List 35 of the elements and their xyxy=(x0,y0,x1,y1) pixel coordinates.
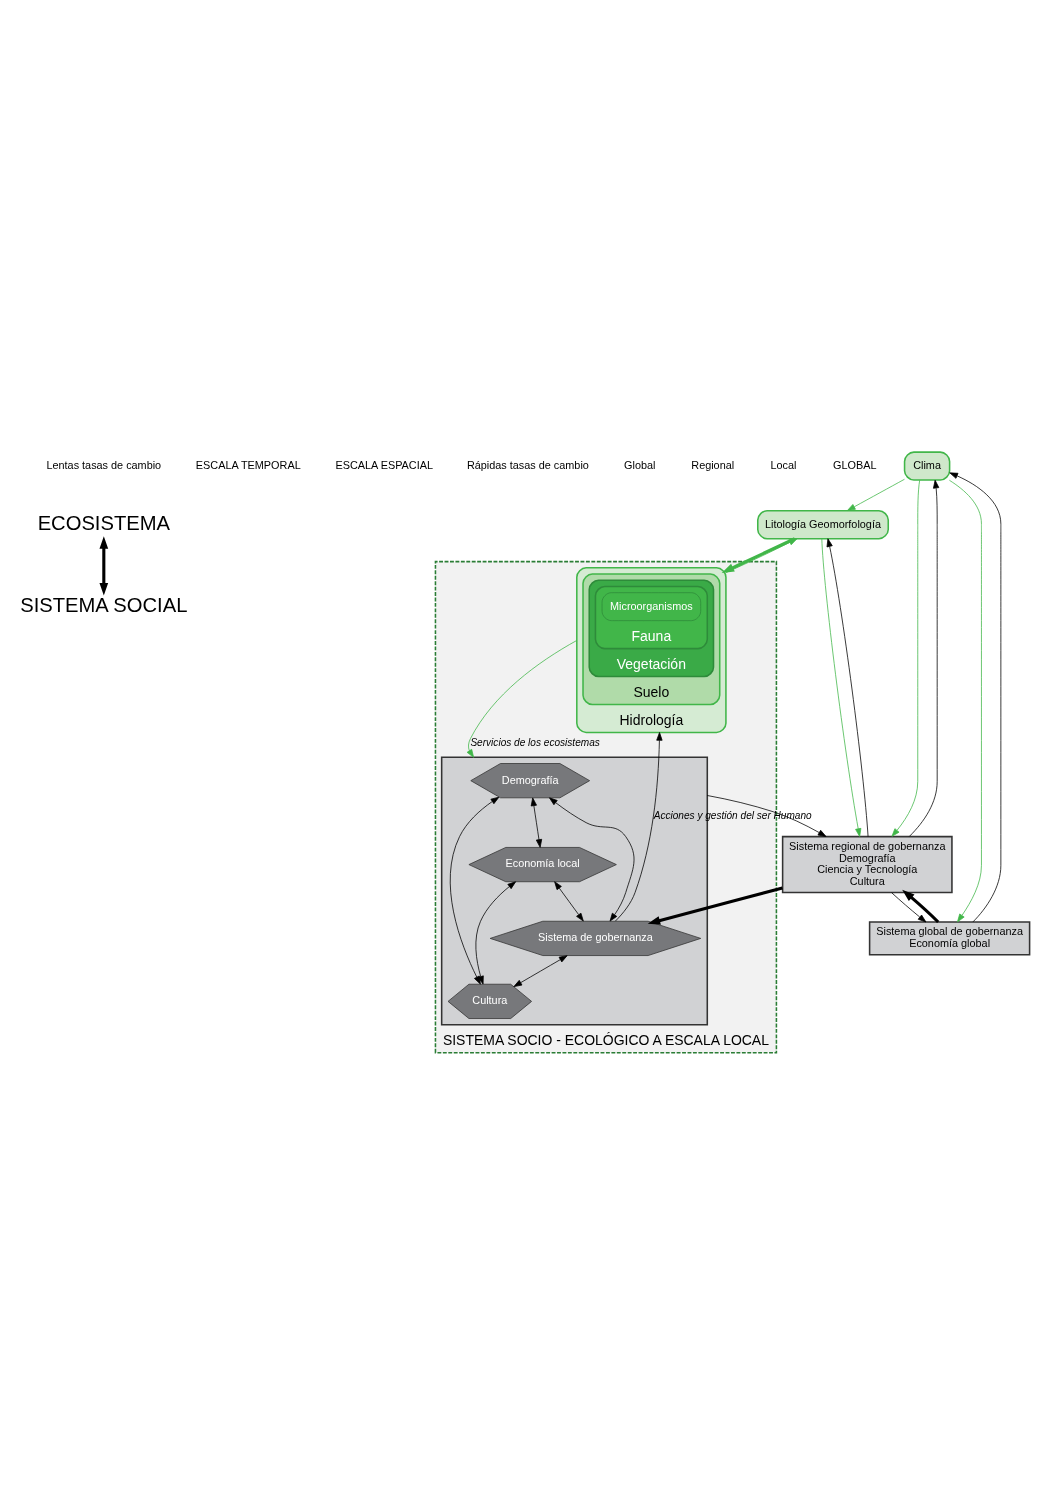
arrow xyxy=(891,892,927,923)
arrow xyxy=(909,479,940,837)
edge-label: Servicios de los ecosistemas xyxy=(470,737,600,748)
arrow xyxy=(647,886,783,925)
label: Regional xyxy=(691,458,735,471)
arrow xyxy=(821,538,862,837)
node-text: SISTEMA SOCIAL xyxy=(20,593,188,616)
arrow xyxy=(513,955,568,987)
label: Global xyxy=(624,458,656,471)
arrow xyxy=(891,479,921,837)
label: GLOBAL xyxy=(833,458,877,471)
label: Local xyxy=(770,458,797,471)
arrow xyxy=(99,536,109,596)
label: Rápidas tasas de cambio xyxy=(466,458,589,471)
node-box: Clima xyxy=(903,451,951,481)
node-box: Sistema regional de gobernanza Demografía Ciencia y Tecnología Cultura xyxy=(781,835,953,894)
arrow xyxy=(549,797,635,922)
label: Lentas tasas de cambio xyxy=(46,458,162,471)
label: ESCALA ESPACIAL xyxy=(335,458,433,471)
arrow xyxy=(949,472,1002,923)
arrow xyxy=(530,797,543,848)
arrow xyxy=(902,889,940,924)
node-text: ECOSISTEMA xyxy=(37,511,171,534)
node-box: Sistema global de gobernanza Economía global xyxy=(868,921,1031,956)
arrow xyxy=(449,796,500,985)
arrow xyxy=(949,479,982,923)
node-box: Litología Geomorfología xyxy=(757,509,890,540)
arrow xyxy=(826,538,869,837)
arrow xyxy=(847,478,905,511)
arrow xyxy=(554,881,584,922)
label: ESCALA TEMPORAL xyxy=(195,458,301,471)
arrow xyxy=(466,640,578,758)
arrow xyxy=(475,881,516,985)
arrow xyxy=(615,732,663,922)
node-box: Microorganismos xyxy=(601,592,702,622)
